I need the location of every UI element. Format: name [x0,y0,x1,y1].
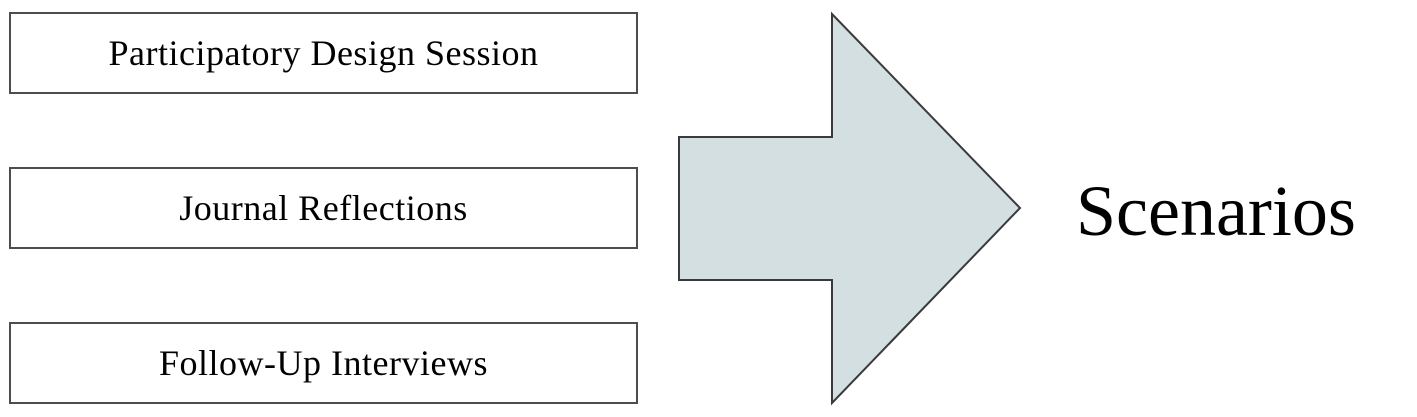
input-box-follow-up-interviews: Follow-Up Interviews [9,322,638,404]
input-box-journal-reflections: Journal Reflections [9,167,638,249]
input-label: Journal Reflections [179,188,468,228]
input-label: Follow-Up Interviews [159,343,488,383]
input-label: Participatory Design Session [108,33,539,73]
arrow-shape [678,11,1022,406]
input-box-participatory-design-session: Participatory Design Session [9,12,638,94]
output-label-scenarios: Scenarios [1076,171,1356,251]
